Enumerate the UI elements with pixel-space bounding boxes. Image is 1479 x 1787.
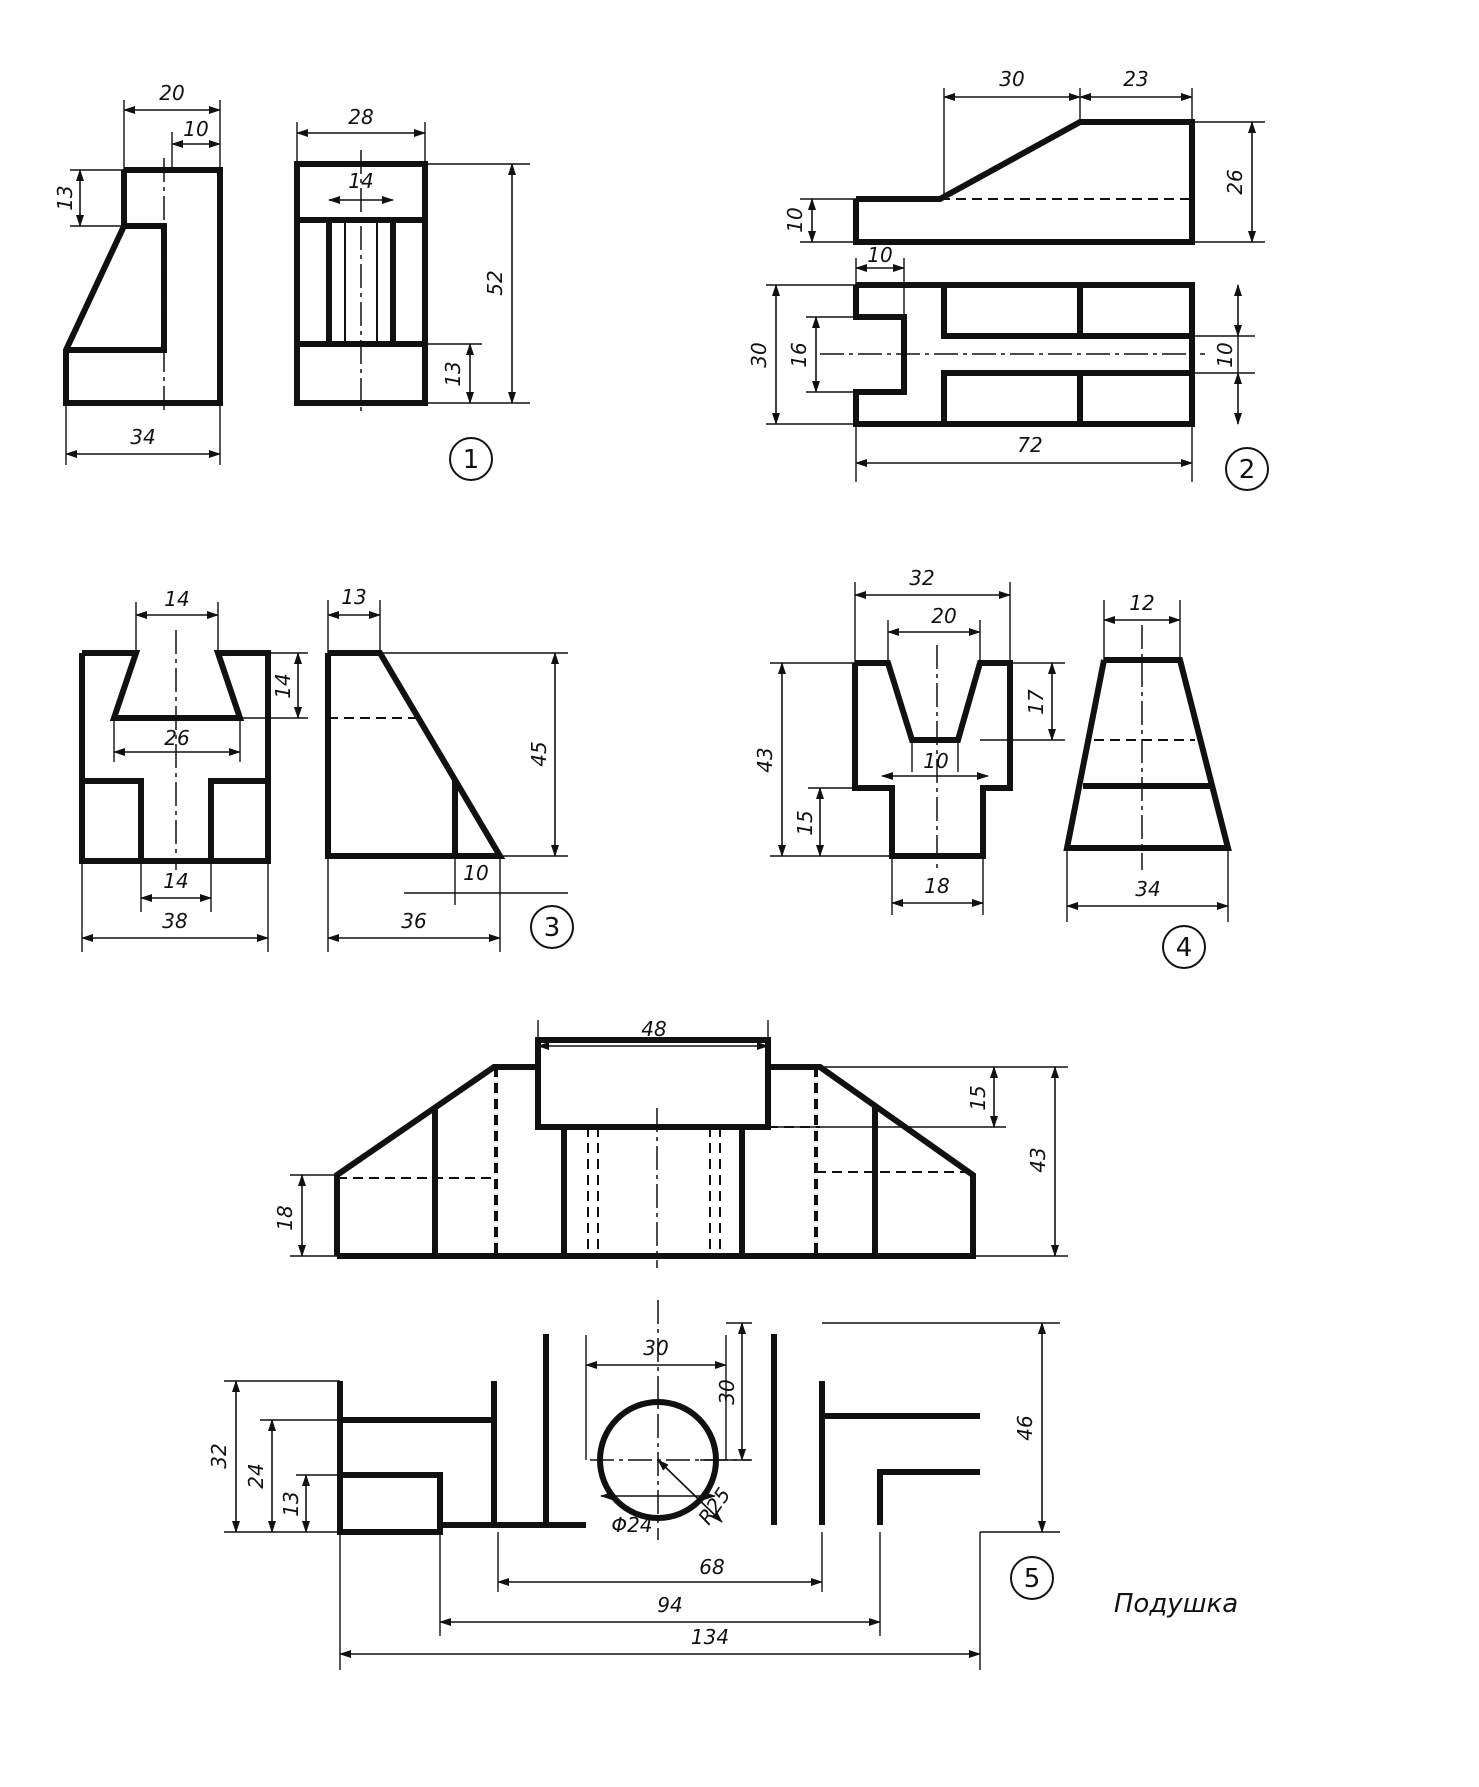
fig2-dim-slope-length: 30 [999, 67, 1024, 91]
fig4-dim-base-width: 18 [924, 874, 949, 898]
figure-4-side-view [1063, 625, 1232, 870]
fig2-dim-length: 72 [1017, 433, 1042, 457]
fig3-dim-rib: 14 [163, 869, 188, 893]
fig1-number-circle [449, 437, 493, 481]
fig2-dim-rib-width: 10 [1213, 342, 1237, 367]
fig2-dim-slot-width: 16 [787, 342, 811, 367]
fig1-dim-base-width: 34 [130, 425, 155, 449]
figure-1: 20 10 13 34 28 14 52 13 1 [53, 81, 530, 481]
fig5-dim-boss-length: 48 [641, 1017, 666, 1041]
fig5-number: 5 [1024, 1564, 1041, 1594]
fig5-number-circle [1010, 1556, 1054, 1600]
fig4-dim-slot-top: 20 [931, 604, 956, 628]
fig5-dim-total-height: 43 [1026, 1147, 1050, 1172]
fig3-dim-depth: 36 [401, 909, 426, 933]
fig2-dim-width: 30 [747, 342, 771, 367]
figure-4: 32 20 17 43 10 15 18 12 34 4 [753, 566, 1232, 969]
fig3-dim-top-slot: 14 [164, 587, 189, 611]
fig1-number: 1 [463, 445, 480, 475]
fig3-dim-top-depth: 13 [341, 585, 366, 609]
fig4-dim-slot-bottom: 10 [923, 749, 948, 773]
fig2-dim-slot-depth: 10 [867, 243, 892, 267]
figure-2-front-view [853, 119, 1195, 245]
fig4-dim-base-height: 15 [793, 810, 817, 835]
fig5-dim-base-height: 18 [273, 1205, 297, 1230]
figure-1-front-view [63, 158, 223, 410]
fig5-dim-hole-diameter: Φ24 [611, 1513, 652, 1537]
fig3-number: 3 [544, 913, 561, 943]
fig4-number-circle [1162, 925, 1206, 969]
fig3-dim-height: 45 [527, 741, 551, 766]
fig5-dim-radius: R25 [693, 1483, 735, 1529]
fig5-dim-tab-width: 13 [279, 1491, 303, 1516]
fig4-dim-slot-depth: 17 [1024, 689, 1048, 715]
fig5-dim-step-width: 24 [244, 1463, 268, 1488]
fig1-dim-step-height: 13 [53, 185, 77, 210]
fig5-dim-width: 46 [1013, 1415, 1037, 1440]
fig1-dim-width-inner: 10 [183, 117, 208, 141]
fig3-dim-bottom-slot: 26 [164, 726, 189, 750]
fig5-dim-center-length: 68 [699, 1555, 724, 1579]
fig1-dim-slot-width: 14 [348, 169, 373, 193]
fig3-dim-bottom-step: 10 [463, 861, 488, 885]
fig2-dim-height: 26 [1223, 169, 1247, 194]
fig5-dim-flat-length: 30 [643, 1336, 668, 1360]
fig5-dim-center-offset: 30 [715, 1379, 739, 1404]
fig2-number-circle [1225, 447, 1269, 491]
fig5-dim-flange-width: 32 [207, 1443, 231, 1468]
figure-2-top-view [820, 282, 1205, 427]
fig5-dim-boss-height: 15 [966, 1085, 990, 1110]
figure-3-side-view [325, 650, 506, 859]
fig1-dim-base-height: 13 [441, 361, 465, 386]
fig4-dim-height: 43 [753, 747, 777, 772]
figure-5: 48 15 43 18 30 30 46 32 24 13 [207, 1017, 1238, 1670]
part-name: Подушка [1114, 1589, 1238, 1619]
fig3-dim-width: 38 [162, 909, 187, 933]
fig1-dim-side-width: 28 [348, 105, 373, 129]
fig4-dim-side-top: 12 [1129, 591, 1154, 615]
fig5-dim-total-length: 134 [691, 1625, 729, 1649]
figure-1-side-view [294, 150, 428, 415]
fig2-dim-base-height: 10 [783, 207, 807, 232]
figure-5-front-view [334, 1037, 976, 1268]
fig4-dim-side-bottom: 34 [1135, 877, 1160, 901]
fig3-dim-slot-depth: 14 [271, 673, 295, 698]
fig2-dim-top-length: 23 [1123, 67, 1148, 91]
figure-2: 30 23 26 10 10 30 16 10 72 2 [747, 67, 1269, 491]
fig2-number: 2 [1239, 455, 1256, 485]
fig1-dim-width-top: 20 [159, 81, 184, 105]
fig5-dim-mid-length: 94 [657, 1593, 682, 1617]
figure-3: 14 14 26 14 38 13 45 10 36 3 [79, 585, 574, 952]
fig3-number-circle [530, 905, 574, 949]
fig1-dim-height: 52 [483, 270, 507, 295]
fig4-dim-width: 32 [909, 566, 934, 590]
fig4-number: 4 [1176, 933, 1193, 963]
